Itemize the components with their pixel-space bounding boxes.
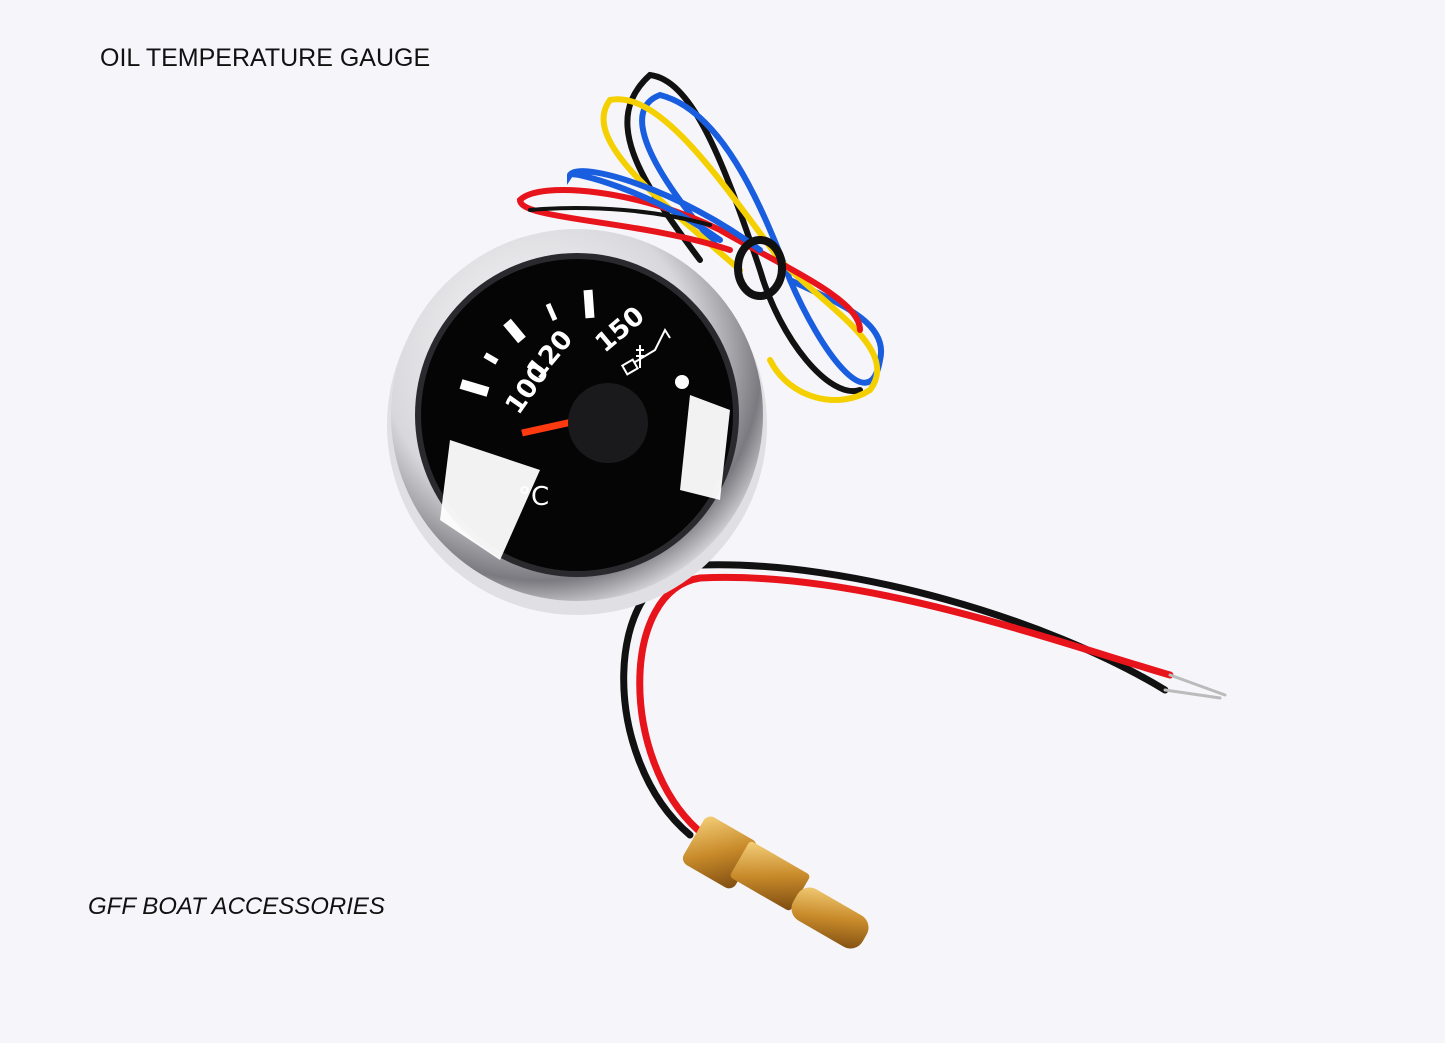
gauge-wire-harness — [516, 71, 885, 403]
needle-hub — [568, 383, 648, 463]
temperature-sensor — [682, 816, 869, 949]
needle — [521, 418, 573, 437]
oil-temperature-icon — [620, 327, 671, 376]
indicator-light — [675, 375, 689, 389]
brand-caption: GFF BOAT ACCESSORIES — [88, 893, 385, 920]
tick-marks — [459, 289, 595, 397]
oil-temperature-gauge: 100 120 150 °C — [387, 229, 767, 615]
product-title: OIL TEMPERATURE GAUGE — [100, 44, 431, 72]
sensor-wires — [620, 561, 1227, 839]
unit-label: °C — [518, 482, 549, 512]
